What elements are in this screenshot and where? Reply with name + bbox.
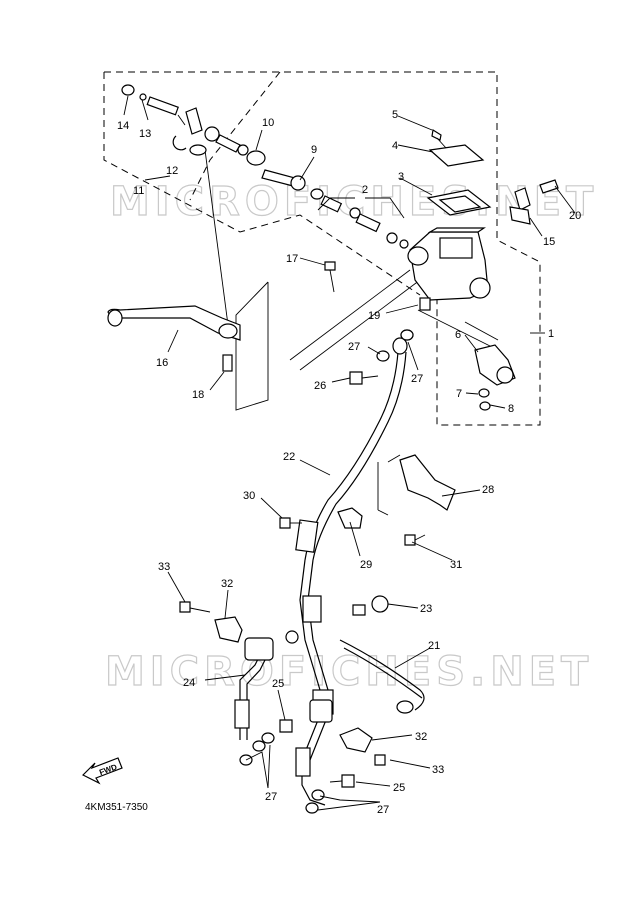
callout-32b: 32 <box>415 731 427 743</box>
callout-20: 20 <box>569 210 581 222</box>
callout-numbers: 1 2 3 4 5 6 7 8 9 10 11 12 13 14 15 16 1… <box>117 109 581 816</box>
callout-29: 29 <box>360 559 372 571</box>
reservoir-cap <box>426 144 492 216</box>
callout-25a: 25 <box>272 678 284 690</box>
callout-18: 18 <box>192 389 204 401</box>
callout-19: 19 <box>368 310 380 322</box>
callout-leaders <box>123 95 576 811</box>
callout-27b: 27 <box>411 373 423 385</box>
callout-21: 21 <box>428 640 440 652</box>
callout-16: 16 <box>156 357 168 369</box>
callout-17: 17 <box>286 253 298 265</box>
callout-12: 12 <box>166 165 178 177</box>
callout-9: 9 <box>311 144 317 156</box>
callout-7: 7 <box>456 388 462 400</box>
watermark-bottom: MICROFICHES.NET <box>105 649 593 695</box>
callout-27a: 27 <box>348 341 360 353</box>
callout-25b: 25 <box>393 782 405 794</box>
callout-33a: 33 <box>158 561 170 573</box>
callout-27d: 27 <box>377 804 389 816</box>
callout-33b: 33 <box>432 764 444 776</box>
callout-31: 31 <box>450 559 462 571</box>
hose-brackets <box>214 454 456 753</box>
diagram-code: 4KM351-7350 <box>85 802 148 813</box>
callout-10: 10 <box>262 117 274 129</box>
callout-2: 2 <box>362 184 368 196</box>
brake-lever <box>107 305 241 372</box>
callout-14: 14 <box>117 120 129 132</box>
callout-11: 11 <box>133 185 144 197</box>
callout-1: 1 <box>548 328 554 340</box>
callout-27c: 27 <box>265 791 277 803</box>
callout-6: 6 <box>455 329 461 341</box>
callout-28: 28 <box>482 484 494 496</box>
fwd-arrow-icon: FWD <box>81 757 123 785</box>
callout-32a: 32 <box>221 578 233 590</box>
callout-13: 13 <box>139 128 151 140</box>
callout-22: 22 <box>283 451 295 463</box>
callout-26: 26 <box>314 380 326 392</box>
callout-23: 23 <box>420 603 432 615</box>
callout-30: 30 <box>243 490 255 502</box>
brake-hoses <box>234 337 425 806</box>
dashed-group-outlines <box>103 71 541 426</box>
callout-8: 8 <box>508 403 514 415</box>
callout-15: 15 <box>543 236 555 248</box>
small-hardware <box>121 84 559 411</box>
callout-3: 3 <box>398 171 404 183</box>
brake-switch <box>474 344 516 386</box>
master-cylinder <box>407 227 491 301</box>
callout-4: 4 <box>392 140 398 152</box>
leader-lines <box>204 149 499 516</box>
callout-24: 24 <box>183 677 195 689</box>
washers <box>239 329 414 814</box>
callout-5: 5 <box>392 109 398 121</box>
